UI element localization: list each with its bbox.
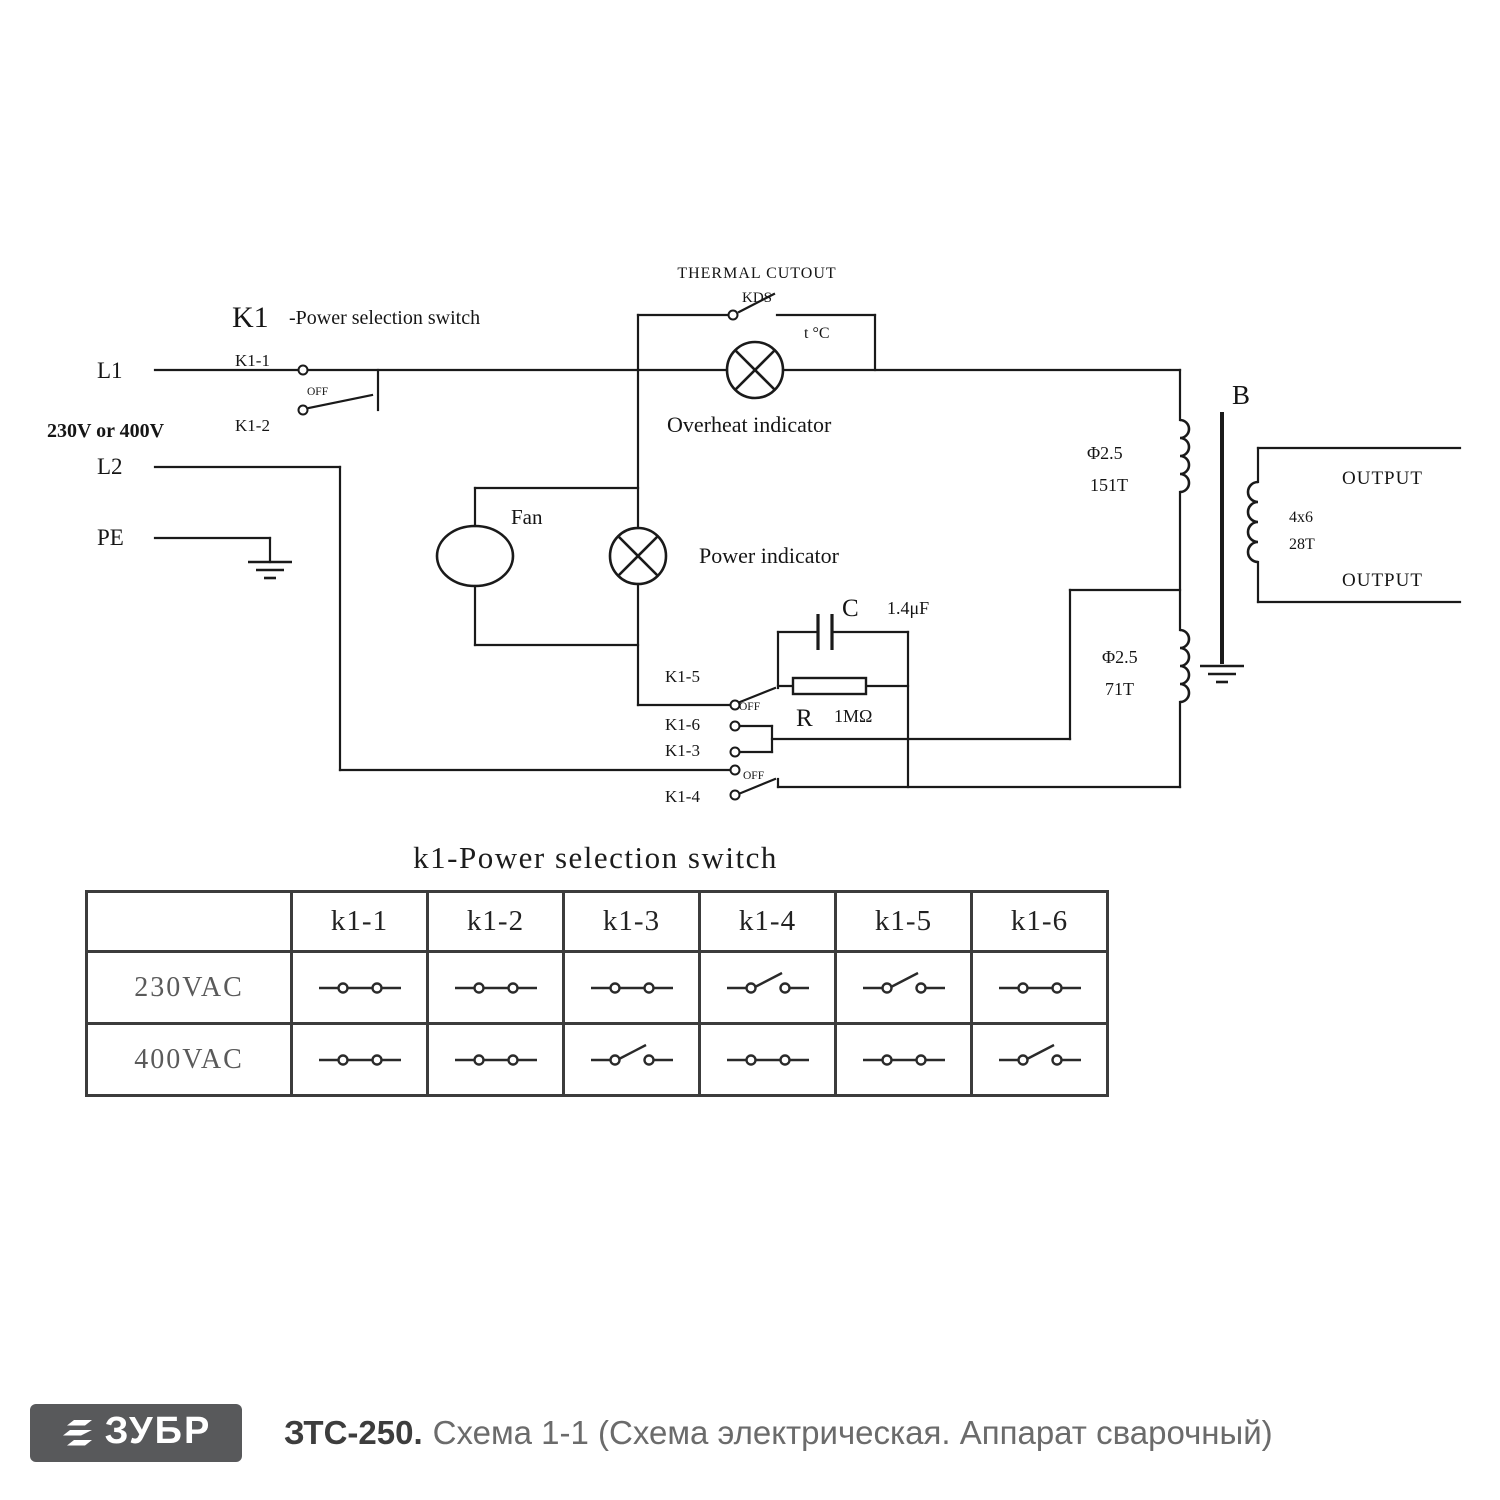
model-number: ЗТС-250. xyxy=(284,1414,423,1451)
column-header: k1-3 xyxy=(562,890,701,953)
power-selection-table-section: k1-Power selection switch k1-1 k1-2 k1-3… xyxy=(85,840,1109,1097)
voltage-label: 230V or 400V xyxy=(47,420,165,442)
resistor-value: 1MΩ xyxy=(834,706,872,726)
footer: ЗУБР ЗТС-250.Схема 1-1 (Схема электричес… xyxy=(30,1404,1273,1462)
switch-state-cell xyxy=(562,950,701,1025)
pe-ground-symbol xyxy=(248,560,292,580)
primary2-turns: 71T xyxy=(1105,679,1134,699)
k1-34-off-label: OFF xyxy=(743,770,764,782)
output-bottom-label: OUTPUT xyxy=(1342,570,1423,591)
footer-caption: ЗТС-250.Схема 1-1 (Схема электрическая. … xyxy=(284,1414,1273,1452)
thermal-temp-label: t °C xyxy=(804,325,830,342)
circuit-schematic: THERMAL CUTOUT KDS t °C K1 -Power select… xyxy=(47,265,1462,806)
primary1-wire-gauge: Φ2.5 xyxy=(1087,443,1123,463)
table-row: 400VAC xyxy=(85,1022,1109,1097)
k1-5-off-label: OFF xyxy=(739,701,760,713)
switch-state-cell xyxy=(698,1022,837,1097)
core-ground-symbol xyxy=(1200,664,1244,684)
thermal-switch-symbol xyxy=(727,309,739,321)
switch-state-cell xyxy=(834,1022,973,1097)
l1-label: L1 xyxy=(97,358,123,383)
switch-state-cell xyxy=(834,950,973,1025)
thermal-cutout-label: THERMAL CUTOUT xyxy=(677,265,836,282)
pe-label: PE xyxy=(97,525,124,550)
fan-label: Fan xyxy=(511,505,543,529)
overheat-indicator-label: Overheat indicator xyxy=(667,412,832,437)
power-lamp-symbol xyxy=(608,526,668,586)
table-corner-cell xyxy=(85,890,293,953)
switch-state-cell xyxy=(970,1022,1109,1097)
row-label: 230VAC xyxy=(85,950,293,1025)
circuit-wires xyxy=(153,292,1462,795)
switch-state-cell xyxy=(562,1022,701,1097)
power-selection-table: k1-1 k1-2 k1-3 k1-4 k1-5 k1-6 230VAC 400… xyxy=(85,890,1109,1097)
fan-symbol xyxy=(435,524,515,588)
overheat-lamp-symbol xyxy=(725,340,785,400)
capacitor-symbol xyxy=(816,614,834,650)
column-header: k1-2 xyxy=(426,890,565,953)
switch-state-cell xyxy=(426,1022,565,1097)
primary-winding-1 xyxy=(1179,418,1191,494)
zubr-logo-text: ЗУБР xyxy=(104,1410,212,1452)
k1-6-label: K1-6 xyxy=(665,715,700,734)
column-header: k1-4 xyxy=(698,890,837,953)
l2-label: L2 xyxy=(97,454,123,479)
secondary-turns: 28T xyxy=(1289,536,1315,553)
switch-terminals xyxy=(297,364,741,801)
resistor-symbol xyxy=(791,676,868,696)
k1-4-label: K1-4 xyxy=(665,787,700,806)
row-label: 400VAC xyxy=(85,1022,293,1097)
kds-label: KDS xyxy=(742,290,772,306)
k1-5-label: K1-5 xyxy=(665,667,700,686)
k1-1-label: K1-1 xyxy=(235,351,270,370)
capacitor-name: C xyxy=(842,595,859,622)
switch-state-cell xyxy=(290,1022,429,1097)
primary2-wire-gauge: Φ2.5 xyxy=(1102,647,1138,667)
column-header: k1-1 xyxy=(290,890,429,953)
switch-state-cell xyxy=(290,950,429,1025)
table-header-row: k1-1 k1-2 k1-3 k1-4 k1-5 k1-6 xyxy=(85,890,1109,953)
primary1-turns: 151T xyxy=(1090,475,1128,495)
switch-state-cell xyxy=(970,950,1109,1025)
zubr-logo: ЗУБР xyxy=(30,1404,242,1462)
primary-winding-2 xyxy=(1179,628,1191,704)
switch-state-cell xyxy=(426,950,565,1025)
output-top-label: OUTPUT xyxy=(1342,468,1423,489)
transformer-label: B xyxy=(1232,380,1250,410)
k1-1-off-label: OFF xyxy=(307,386,328,398)
caption-text: Схема 1-1 (Схема электрическая. Аппарат … xyxy=(432,1414,1273,1451)
table-title: k1-Power selection switch xyxy=(413,840,778,875)
zubr-logo-icon xyxy=(62,1420,92,1446)
k1-3-label: K1-3 xyxy=(665,741,700,760)
table-row: 230VAC xyxy=(85,950,1109,1025)
k1-subtitle: -Power selection switch xyxy=(289,307,480,329)
switch-state-cell xyxy=(698,950,837,1025)
secondary-winding xyxy=(1246,480,1259,564)
column-header: k1-6 xyxy=(970,890,1109,953)
column-header: k1-5 xyxy=(834,890,973,953)
k1-2-label: K1-2 xyxy=(235,416,270,435)
secondary-wire-size: 4x6 xyxy=(1289,509,1313,526)
resistor-name: R xyxy=(796,705,813,732)
k1-title: K1 xyxy=(232,301,269,334)
power-indicator-label: Power indicator xyxy=(699,543,840,568)
capacitor-value: 1.4μF xyxy=(887,598,929,618)
